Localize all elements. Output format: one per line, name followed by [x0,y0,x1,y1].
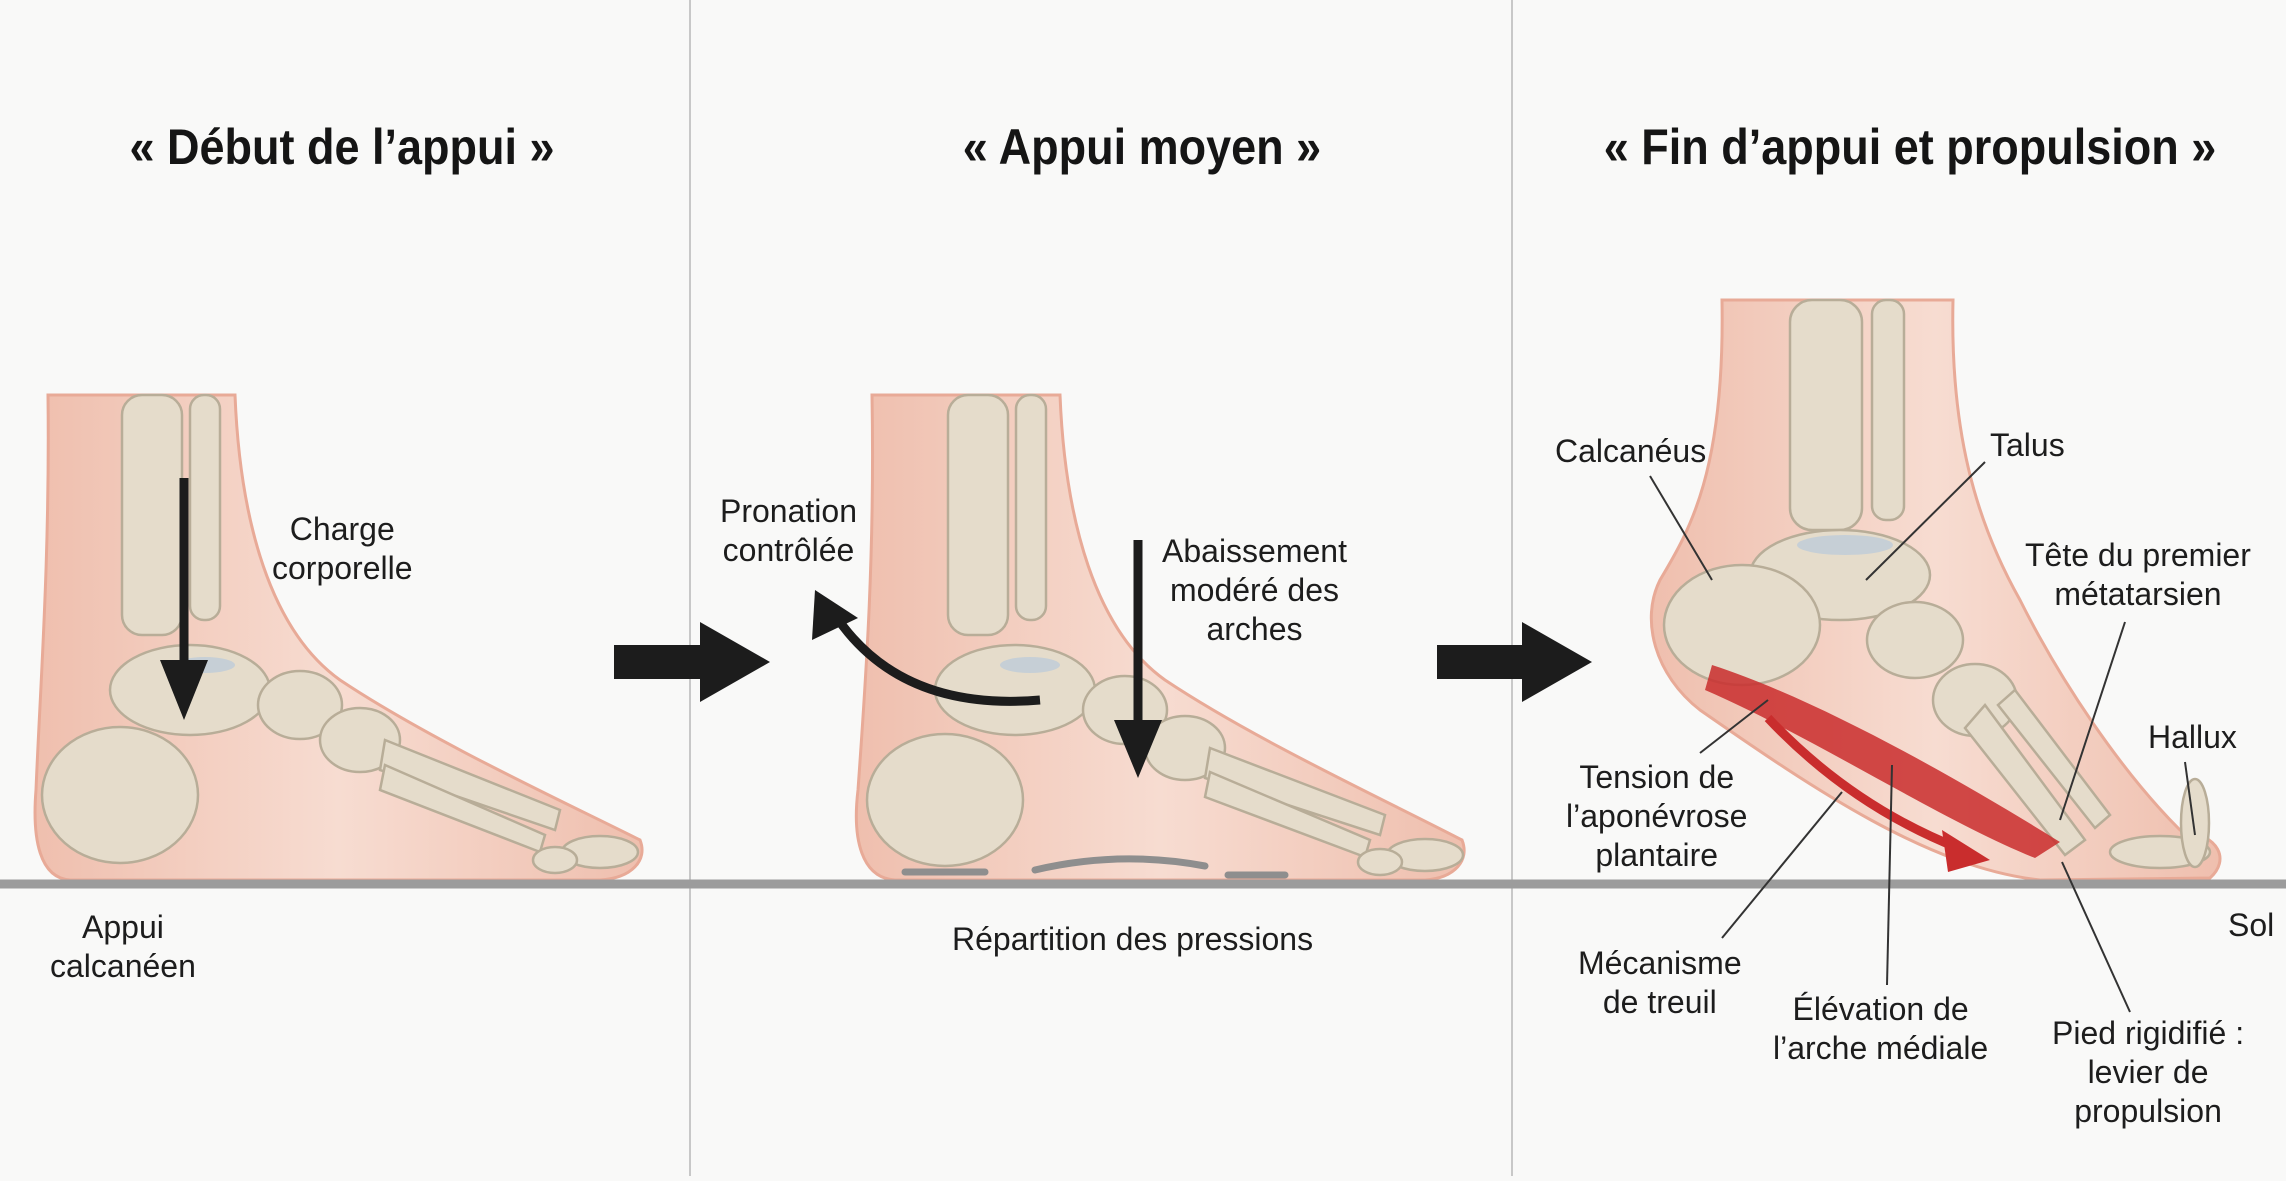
calcaneus-bone [40,725,200,865]
navicular-bone [256,669,344,741]
load-arrow-head [160,660,208,720]
title-mid-stance: « Appui moyen » [962,119,1322,175]
metatarsal-2 [1996,688,2112,830]
label-calcaneus: Calcanéus [1555,433,1707,469]
label-ground: Sol [2228,907,2275,943]
foot-mid-stance [854,393,1466,882]
label-talus: Talus [1990,427,2065,463]
metatarsal-1 [1203,746,1387,837]
leader-fascia [1699,699,1769,754]
metatarsal-1 [378,738,562,832]
tibia-bone [946,393,1010,637]
pronation-arrow-head [812,590,858,640]
leader-talus [1865,461,1986,581]
tibia-bone [1788,298,1864,532]
transition-arrow-2 [1437,622,1592,702]
foot-heel-strike [33,393,644,882]
label-hallux: Hallux [2148,719,2237,755]
pronation-arrow [831,612,1041,706]
leader-calcaneus [1649,475,1713,581]
windlass-arrow-head [1942,830,1990,872]
leader-metatarsal [2059,621,2126,821]
label-pressure-distribution: Répartition des pressions [952,921,1314,957]
metatarsal-1 [1963,703,2087,857]
plantar-fascia [1705,665,2060,858]
tibia-bone [120,393,184,637]
transition-arrow-1 [614,622,770,702]
hallux-bone [2179,777,2211,869]
leader-windlass [1721,791,1843,939]
foot-push-off [1649,298,2222,882]
pressure-mark [1031,855,1209,874]
fibula-bone [1014,393,1048,622]
windlass-arrow [1764,714,1960,853]
title-push-off: « Fin d’appui et propulsion » [1603,119,2217,175]
lowering-arrow-head [1114,720,1162,778]
leader-lever [2061,861,2131,1013]
title-heel-strike: « Début de l’appui » [129,119,555,175]
ankle-cartilage [1000,657,1060,673]
fibula-bone [188,393,222,622]
ankle-cartilage [1797,535,1893,555]
calcaneus-bone [1662,563,1822,687]
navicular-bone [1865,600,1965,680]
leader-hallux [2184,761,2196,836]
fibula-bone [1870,298,1906,522]
toe-2 [1356,847,1404,877]
toe-2 [531,845,579,875]
calcaneus-bone [865,732,1025,868]
leader-arch [1886,764,1893,986]
cuneiform-bone [318,706,402,774]
